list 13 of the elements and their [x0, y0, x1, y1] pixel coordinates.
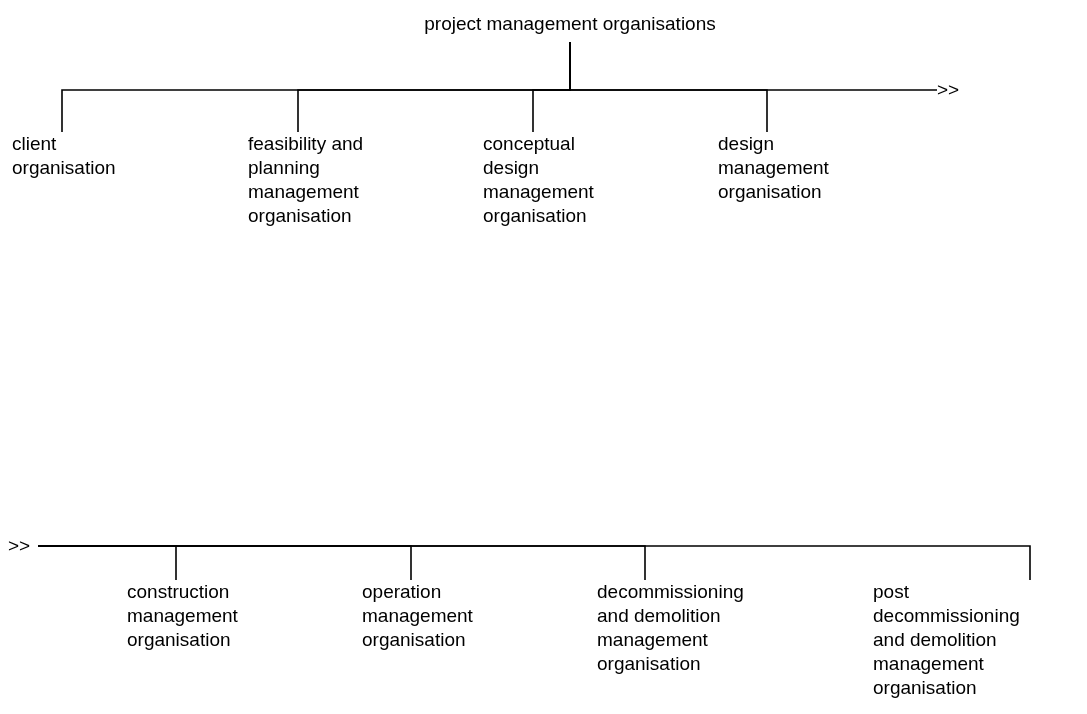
connector-line: [569, 41, 938, 91]
node-label: post decommissioning and demolition management organisation: [873, 580, 1043, 700]
node-label: project management organisations: [395, 12, 745, 36]
continuation-mark: >>: [937, 78, 973, 102]
node-label: operation management organisation: [362, 580, 512, 652]
continuation-mark: >>: [8, 534, 38, 558]
node-label: construction management organisation: [127, 580, 277, 652]
node-label: feasibility and planning management organisation: [248, 132, 373, 228]
node-label: client organisation: [12, 132, 162, 180]
node-label: conceptual design management organisation: [483, 132, 613, 228]
node-label: decommissioning and demolition management organisation: [597, 580, 762, 676]
node-label: design management organisation: [718, 132, 848, 204]
connector-line: [37, 545, 1031, 581]
